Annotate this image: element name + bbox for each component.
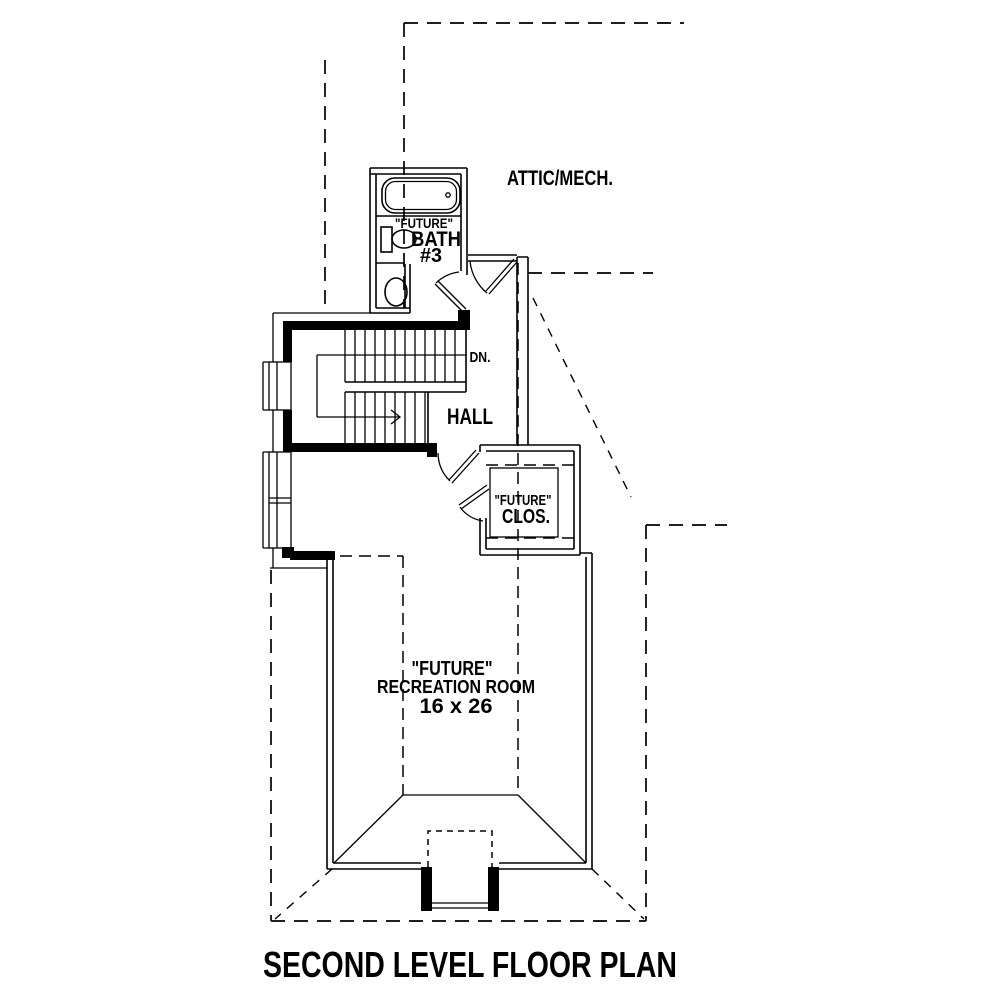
- window-lower[interactable]: [268, 451, 292, 549]
- closet-wall-bottom: [480, 548, 580, 556]
- hall-walls-and-attic-door: [434, 254, 529, 445]
- roof-hip-diagonal-lower-right: [591, 868, 645, 920]
- roof-hip-diagonal-lower-left: [274, 868, 333, 920]
- exterior-face-lines: [270, 312, 370, 569]
- bathtub-outer: [381, 177, 461, 214]
- label-closet-future: "FUTURE": [495, 492, 552, 509]
- stair-bottom-wall-step: [427, 452, 437, 457]
- staircase: [316, 330, 467, 443]
- hall-east-wall: [516, 256, 529, 445]
- label-hall: HALL: [447, 404, 493, 429]
- rec-room-west-wall: [326, 560, 334, 869]
- closet-wall-west-segments: [479, 445, 487, 555]
- label-closet-name: CLOS.: [502, 506, 550, 528]
- future-closet: [437, 444, 581, 556]
- stair-bottom-wall: [283, 443, 437, 452]
- closet-door-leaf-lower: [458, 484, 490, 510]
- closet-door-swing-arc-lower: [459, 506, 484, 522]
- roof-eave-dashed-outline: [270, 22, 727, 922]
- label-rec-dimensions: 16 x 26: [420, 695, 493, 718]
- rec-room-north-wall-bar: [290, 551, 335, 560]
- bath-door-swing-arc: [435, 271, 460, 284]
- stair-direction-arrowhead: [390, 409, 402, 425]
- west-wall-middle-segment: [283, 410, 292, 452]
- window-lower-mullion: [269, 452, 291, 548]
- label-rec-name: RECREATION ROOM: [377, 677, 535, 697]
- thick-walls: [282, 310, 499, 911]
- bathtub-drain: [445, 192, 451, 198]
- sink-bowl: [391, 229, 417, 249]
- attic-door-leaf: [485, 258, 518, 295]
- attic-door-header: [468, 254, 517, 262]
- stair-direction-arrow-path: [316, 355, 399, 418]
- label-attic-mech: ATTIC/MECH.: [507, 167, 613, 190]
- stairwell-right-edges: [427, 330, 467, 443]
- label-bath-future: "FUTURE": [395, 215, 453, 231]
- drawing-title: SECOND LEVEL FLOOR PLAN: [263, 944, 677, 985]
- future-recreation-room: [326, 552, 593, 909]
- closet-shelf-outline: [489, 467, 559, 538]
- toilet: [384, 277, 408, 307]
- label-rec-future: "FUTURE": [412, 658, 493, 680]
- rec-room-east-wall: [580, 552, 593, 869]
- bathtub-inner: [384, 180, 458, 211]
- rec-room-south-wall: [327, 862, 592, 870]
- dormer-window: [432, 902, 488, 909]
- attic-door-swing-arc: [469, 260, 488, 294]
- knee-wall-dashed-lines: [340, 263, 574, 867]
- stair-top-wall: [283, 321, 470, 330]
- stair-treads-upper-flight: [344, 330, 456, 382]
- dormer-right-wall: [488, 867, 499, 911]
- ceiling-break-lines: [333, 794, 587, 864]
- label-bath-name: BATH: [411, 228, 461, 251]
- closet-door-leaf-upper: [448, 449, 480, 484]
- window-upper[interactable]: [268, 361, 292, 411]
- roof-hip-diagonal-upper-right: [532, 297, 632, 498]
- window-lower-sill: [262, 451, 269, 549]
- west-windows: [262, 312, 370, 569]
- west-wall-upper-segment: [283, 321, 292, 362]
- plan-labels: ATTIC/MECH. "FUTURE" BATH #3 DN. HALL "F…: [263, 167, 677, 985]
- bath-room: [369, 167, 468, 314]
- dormer-overhead-outline: [427, 830, 493, 867]
- label-bath-number: #3: [420, 245, 442, 267]
- window-upper-sill: [262, 361, 269, 411]
- stair-landing-band: [345, 381, 466, 393]
- dormer-left-wall: [421, 867, 432, 911]
- closet-wall-top: [480, 444, 580, 452]
- bath-door-leaf: [434, 280, 467, 313]
- closet-wall-east: [573, 445, 581, 555]
- label-stairs-down: DN.: [470, 349, 491, 366]
- stair-top-wall-end-cap: [458, 310, 470, 322]
- west-wall-lower-segment: [282, 547, 294, 558]
